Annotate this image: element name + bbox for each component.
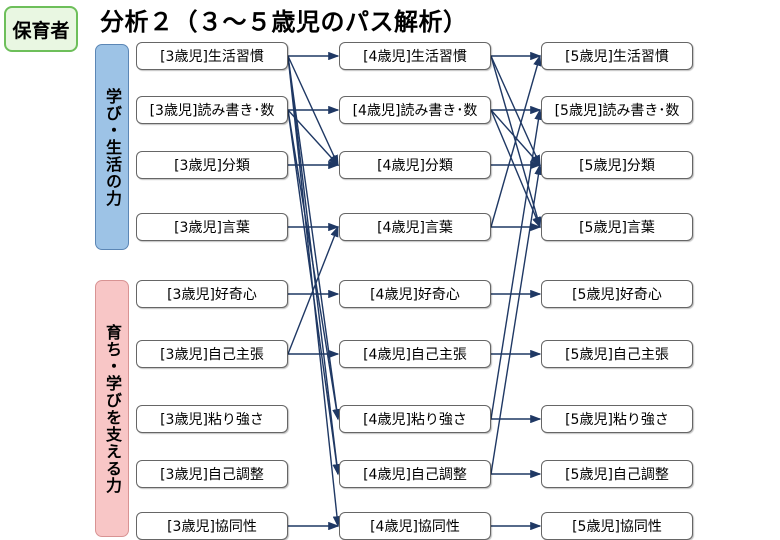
node-age3-3: [3歳児]分類 — [136, 151, 288, 179]
arrow-3to4-5 — [287, 109, 339, 167]
arrow-3to4-6 — [287, 109, 341, 421]
role-tag: 保育者 — [4, 6, 78, 52]
node-age3-8: [3歳児]自己調整 — [136, 460, 288, 488]
group-label-support: 育ち・学びを支える力 — [103, 323, 122, 494]
node-age5-8: [5歳児]自己調整 — [541, 460, 693, 488]
node-age3-9: [3歳児]協同性 — [136, 512, 288, 540]
group-band-learning: 学び・生活の力 — [95, 44, 129, 250]
node-age4-6: [4歳児]自己主張 — [339, 340, 491, 368]
arrow-4to5-12 — [490, 108, 543, 420]
node-age4-1: [4歳児]生活習慣 — [339, 42, 491, 70]
group-label-learning: 学び・生活の力 — [103, 87, 122, 207]
node-age3-6: [3歳児]自己主張 — [136, 340, 288, 368]
node-age3-7: [3歳児]粘り強さ — [136, 405, 288, 433]
node-age5-5: [5歳児]好奇心 — [541, 280, 693, 308]
arrow-3to4-13 — [287, 55, 342, 528]
arrow-4to5-4 — [490, 109, 541, 167]
page-title: 分析２（３～５歳児のパス解析） — [100, 8, 468, 36]
node-age4-7: [4歳児]粘り強さ — [339, 405, 491, 433]
arrow-4to5-14 — [490, 163, 543, 475]
node-age3-2: [3歳児]読み書き･数 — [136, 96, 288, 124]
node-age4-9: [4歳児]協同性 — [339, 512, 491, 540]
node-age5-3: [5歳児]分類 — [541, 151, 693, 179]
group-band-support: 育ち・学びを支える力 — [95, 280, 129, 537]
node-age3-5: [3歳児]好奇心 — [136, 280, 288, 308]
node-age4-8: [4歳児]自己調整 — [339, 460, 491, 488]
node-age4-3: [4歳児]分類 — [339, 151, 491, 179]
node-age3-1: [3歳児]生活習慣 — [136, 42, 288, 70]
node-age5-1: [5歳児]生活習慣 — [541, 42, 693, 70]
node-age4-4: [4歳児]言葉 — [339, 213, 491, 241]
arrow-4to5-8 — [490, 54, 542, 228]
node-age5-6: [5歳児]自己主張 — [541, 340, 693, 368]
node-age5-4: [5歳児]言葉 — [541, 213, 693, 241]
node-age5-2: [5歳児]読み書き･数 — [541, 96, 693, 124]
node-age5-9: [5歳児]協同性 — [541, 512, 693, 540]
node-age3-4: [3歳児]言葉 — [136, 213, 288, 241]
node-age4-5: [4歳児]好奇心 — [339, 280, 491, 308]
node-age4-2: [4歳児]読み書き･数 — [339, 96, 491, 124]
node-age5-7: [5歳児]粘り強さ — [541, 405, 693, 433]
arrow-3to4-2 — [287, 55, 341, 421]
arrow-4to5-5 — [490, 109, 541, 229]
